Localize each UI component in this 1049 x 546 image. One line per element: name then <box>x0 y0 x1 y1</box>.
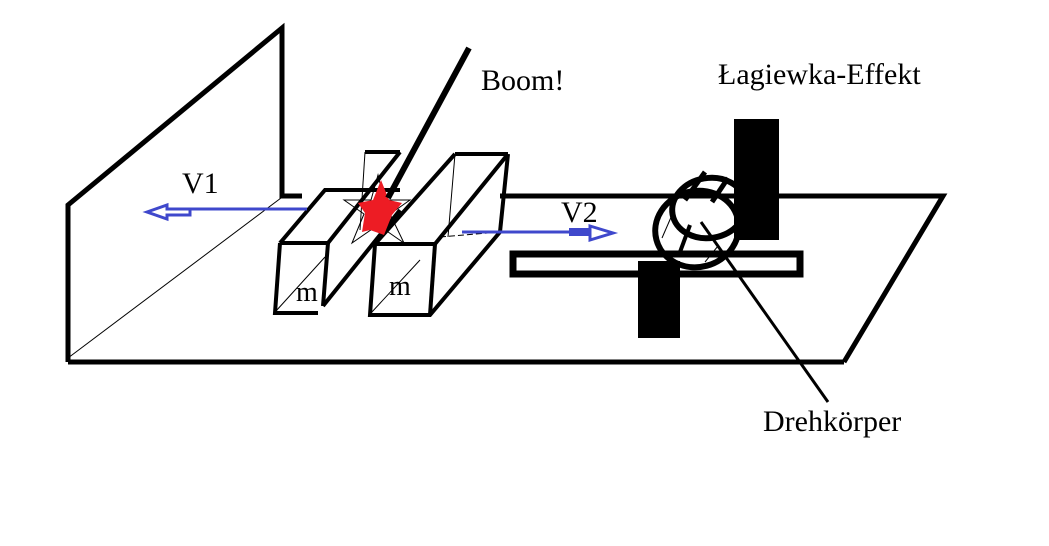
label-mass-left: m <box>296 277 318 308</box>
label-v2: V2 <box>561 196 598 229</box>
detonator-rod <box>385 46 472 200</box>
label-mass-right: m <box>389 271 411 302</box>
label-drehkoerper: Drehkörper <box>763 405 901 438</box>
label-v1: V1 <box>182 167 219 200</box>
velocity-arrow-v2 <box>462 223 619 243</box>
floor-plane <box>68 193 948 365</box>
lower-support-post <box>638 261 680 338</box>
explosion-star <box>342 173 412 245</box>
rotating-ring-body <box>652 170 749 271</box>
label-boom: Boom! <box>481 64 564 97</box>
velocity-arrow-v1 <box>142 202 307 222</box>
label-effect: Łagiewka-Effekt <box>718 58 921 91</box>
left-wall <box>65 22 302 362</box>
pointer-line-drehkoerper <box>699 221 830 403</box>
